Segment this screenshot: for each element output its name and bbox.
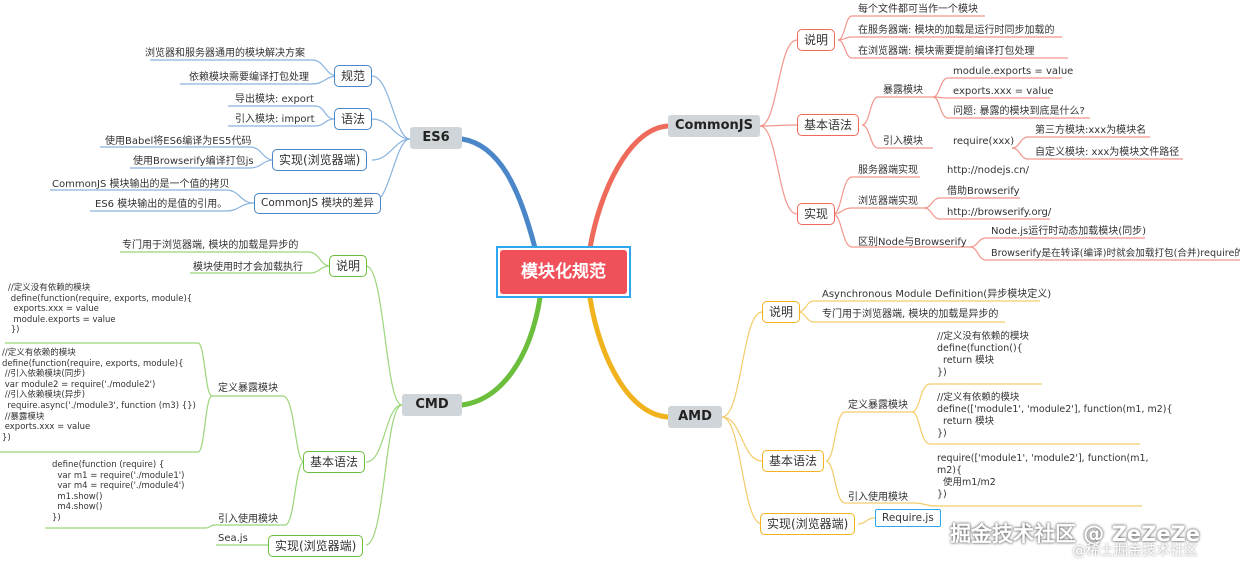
- commonjs-shuoming[interactable]: 说明: [797, 29, 836, 51]
- commonjs-leaf: Browserify是在转译(编译)时就会加载打包(合并)require的模块: [991, 248, 1240, 259]
- cmd-code-block: //定义有依赖的模块 define(function(require, expo…: [2, 348, 196, 443]
- cmd-define-label: 定义暴露模块: [218, 383, 278, 394]
- amd-code-block: require(['module1', 'module2'], function…: [937, 453, 1149, 500]
- cmd-jiben[interactable]: 基本语法: [303, 451, 366, 473]
- cmd-seajs: Sea.js: [218, 533, 248, 544]
- amd-leaf: Asynchronous Module Definition(异步模块定义): [822, 289, 1052, 300]
- branch-cmd: [459, 295, 543, 408]
- commonjs-leaf: 第三方模块:xxx为模块名: [1035, 125, 1147, 136]
- commonjs-server-label: 服务器端实现: [858, 165, 918, 176]
- amd-code-block: //定义有依赖的模块 define(['module1', 'module2']…: [937, 392, 1173, 439]
- amd-code-block: //定义没有依赖的模块 define(function(){ return 模块…: [937, 331, 1029, 378]
- commonjs-diff-label: 区别Node与Browserify: [858, 237, 967, 248]
- es6-leaf: CommonJS 模块输出的是一个值的拷贝: [52, 179, 230, 190]
- commonjs-leaf: 在服务器端: 模块的加载是运行时同步加载的: [858, 25, 1055, 36]
- commonjs-leaf: 自定义模块: xxx为模块文件路径: [1035, 147, 1180, 158]
- commonjs-leaf: require(xxx): [953, 136, 1015, 147]
- es6-leaf: 浏览器和服务器通用的模块解决方案: [145, 48, 305, 59]
- commonjs-leaf: 借助Browserify: [947, 186, 1020, 197]
- commonjs-import-label: 引入模块: [883, 136, 923, 147]
- center-title: 模块化规范: [500, 250, 627, 294]
- commonjs-leaf: 在浏览器端: 模块需要提前编译打包处理: [858, 46, 1035, 57]
- cmd-shuoming[interactable]: 说明: [329, 255, 368, 277]
- branch-es6: [459, 136, 538, 251]
- branch-commonjs: [587, 123, 671, 251]
- es6-leaf: 使用Babel将ES6编译为ES5代码: [105, 136, 252, 147]
- es6-shixian[interactable]: 实现(浏览器端): [272, 149, 368, 171]
- es6-yufa[interactable]: 语法: [334, 108, 373, 130]
- es6-leaf: ES6 模块输出的是值的引用。: [95, 199, 228, 210]
- amd-node[interactable]: AMD: [668, 406, 722, 428]
- commonjs-expose-label: 暴露模块: [883, 85, 923, 96]
- cmd-shixian[interactable]: 实现(浏览器端): [268, 535, 364, 557]
- commonjs-jiben[interactable]: 基本语法: [797, 114, 860, 136]
- commonjs-node[interactable]: CommonJS: [668, 115, 760, 137]
- cmd-code-block: define(function (require) { var m1 = req…: [52, 460, 185, 523]
- es6-leaf: 使用Browserify编译打包js: [133, 156, 254, 167]
- amd-jiben[interactable]: 基本语法: [762, 450, 825, 472]
- es6-leaf: 引入模块: import: [235, 114, 315, 125]
- amd-requirejs[interactable]: Require.js: [875, 509, 941, 527]
- amd-shuoming[interactable]: 说明: [762, 301, 801, 323]
- cmd-code-block: //定义没有依赖的模块 define(function(require, exp…: [8, 283, 193, 336]
- amd-use-label: 引入使用模块: [848, 492, 908, 503]
- branch-amd: [587, 295, 671, 420]
- es6-guifan[interactable]: 规范: [334, 65, 373, 87]
- center-node[interactable]: 模块化规范: [496, 246, 631, 298]
- commonjs-leaf: 每个文件都可当作一个模块: [858, 4, 978, 15]
- watermark-main: 掘金技术社区 @ ZeZeZe: [950, 522, 1201, 546]
- es6-diff[interactable]: CommonJS 模块的差异: [254, 193, 381, 214]
- amd-define-label: 定义暴露模块: [848, 400, 908, 411]
- commonjs-shixian[interactable]: 实现: [797, 203, 836, 225]
- commonjs-link[interactable]: http://nodejs.cn/: [947, 165, 1029, 176]
- commonjs-browser-label: 浏览器端实现: [858, 196, 918, 207]
- es6-leaf: 导出模块: export: [235, 94, 314, 105]
- es6-node[interactable]: ES6: [410, 127, 462, 149]
- amd-leaf: 专门用于浏览器端, 模块的加载是异步的: [822, 309, 999, 320]
- commonjs-leaf: Node.js运行时动态加载模块(同步): [991, 226, 1147, 237]
- commonjs-leaf: 问题: 暴露的模块到底是什么?: [953, 106, 1085, 117]
- cmd-leaf: 专门用于浏览器端, 模块的加载是异步的: [122, 240, 299, 251]
- watermark-sub: @稀土掘金技术社区: [1072, 543, 1198, 559]
- commonjs-link[interactable]: http://browserify.org/: [947, 207, 1052, 218]
- es6-leaf: 依赖模块需要编译打包处理: [189, 72, 309, 83]
- commonjs-leaf: exports.xxx = value: [953, 86, 1054, 97]
- commonjs-leaf: module.exports = value: [953, 66, 1074, 77]
- cmd-node[interactable]: CMD: [402, 394, 462, 416]
- amd-shixian[interactable]: 实现(浏览器端): [760, 513, 856, 535]
- cmd-leaf: 模块使用时才会加载执行: [193, 262, 303, 273]
- cmd-use-label: 引入使用模块: [218, 514, 278, 525]
